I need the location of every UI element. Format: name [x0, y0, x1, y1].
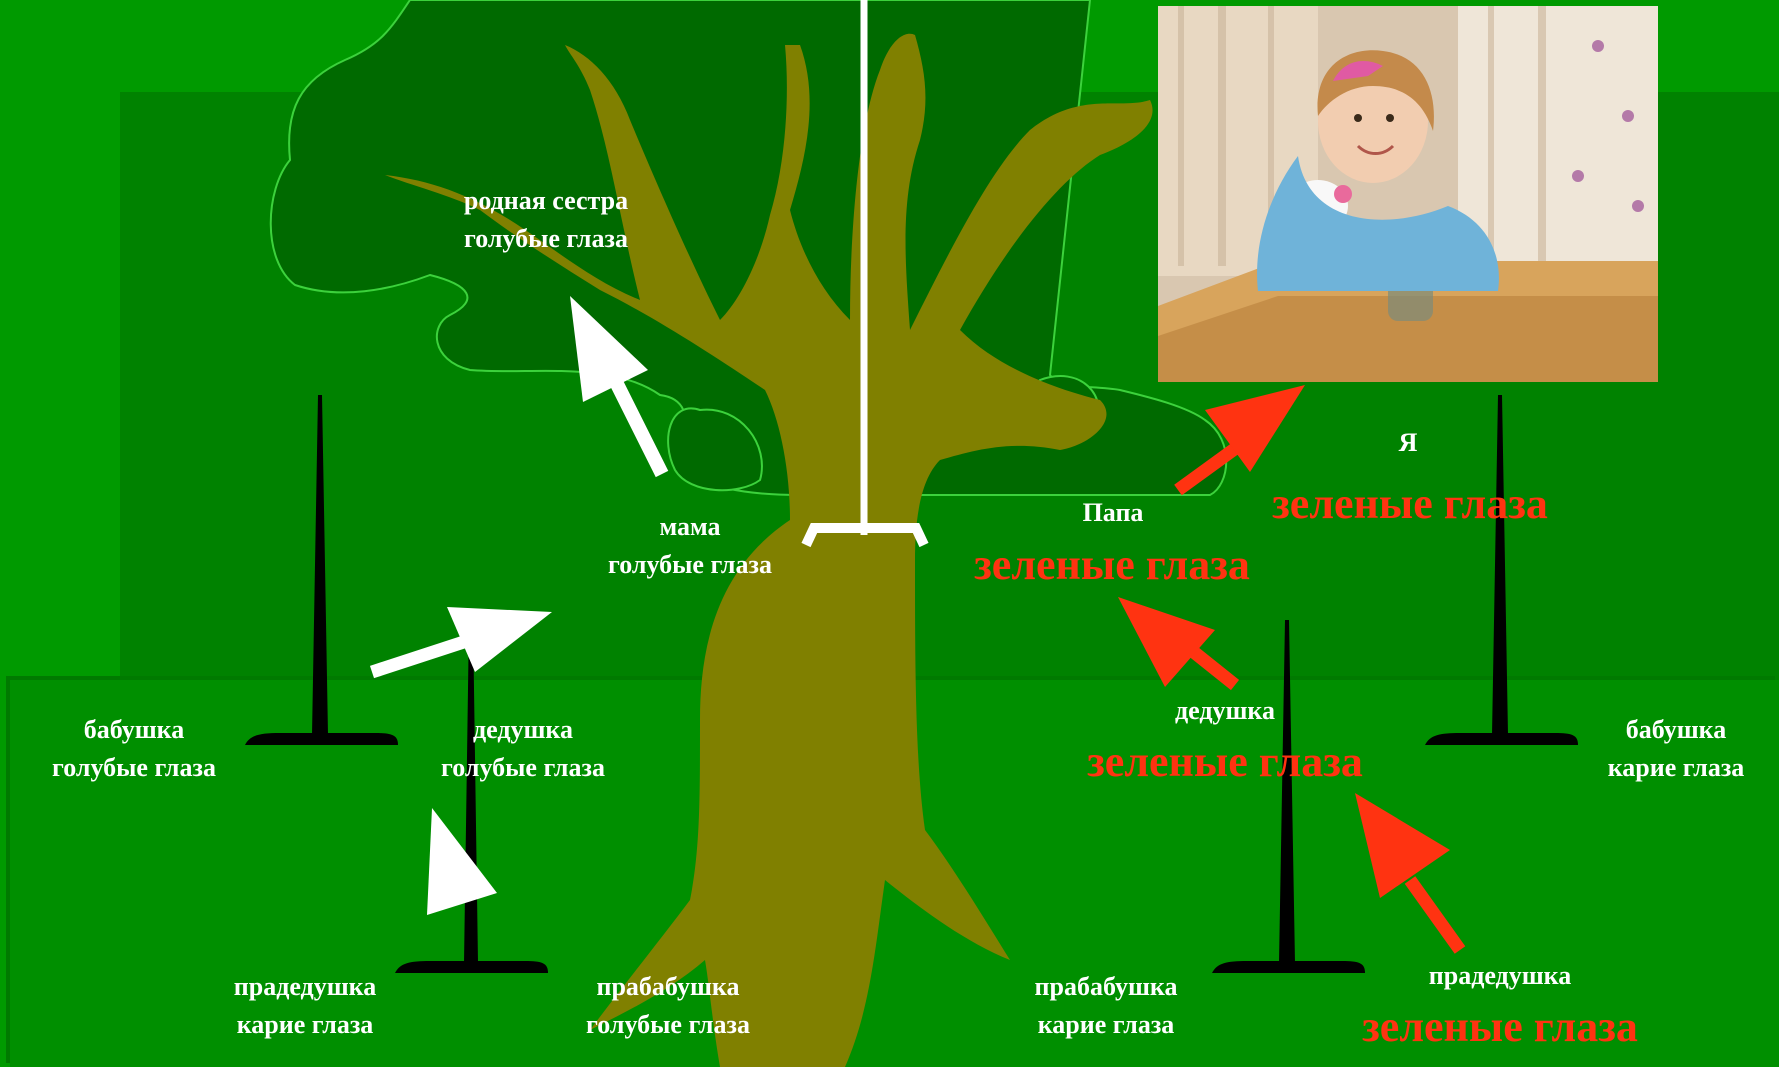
- stand-grandma-right: [1425, 395, 1578, 745]
- label-mom-role: мама: [659, 512, 721, 541]
- label-great-grandma-left: прабабушка голубые глаза: [586, 968, 750, 1044]
- label-great-grandma-left-eyes: голубые глаза: [586, 1010, 750, 1039]
- label-great-grandpa-right-role: прадедушка: [1428, 961, 1572, 990]
- label-grandpa-right-role: дедушка: [1174, 696, 1276, 725]
- label-sister-role: родная сестра: [463, 186, 629, 215]
- label-great-grandma-right-role: прабабушка: [1034, 972, 1178, 1001]
- tree-hanger-stand: [801, 523, 929, 548]
- red-arrow-dad-to-me: [1174, 385, 1305, 496]
- label-dad-eyes: зеленые глаза: [974, 540, 1250, 589]
- label-grandpa-left-role: дедушка: [472, 715, 574, 744]
- label-grandpa-left-eyes: голубые глаза: [441, 753, 605, 782]
- label-sister: родная сестра голубые глаза: [464, 182, 628, 258]
- label-great-grandma-right: прабабушка карие глаза: [1035, 968, 1178, 1044]
- girl-portrait-photo: [1158, 6, 1658, 382]
- label-great-grandma-right-eyes: карие глаза: [1037, 1010, 1175, 1039]
- red-arrow-grandpa-to-dad: [1118, 597, 1240, 691]
- stand-grandma-left: [245, 395, 398, 745]
- label-sister-eyes: голубые глаза: [464, 224, 628, 253]
- label-great-grandpa-left-eyes: карие глаза: [236, 1010, 374, 1039]
- label-grandma-right-role: бабушка: [1625, 715, 1727, 744]
- label-me: Я: [1399, 424, 1418, 462]
- label-me-role: Я: [1398, 428, 1418, 457]
- girl-portrait-photo-image: [1158, 6, 1658, 382]
- label-mom: мама голубые глаза: [608, 508, 772, 584]
- label-dad-role: Папа: [1082, 498, 1144, 527]
- label-grandma-left: бабушка голубые глаза: [52, 711, 216, 787]
- label-grandpa-right: дедушка: [1175, 692, 1275, 730]
- label-great-grandpa-right-eyes: зеленые глаза: [1362, 1002, 1638, 1051]
- red-arrow-great-grandpa-to-grandpa: [1355, 793, 1466, 954]
- label-grandma-right: бабушка карие глаза: [1608, 711, 1745, 787]
- label-mom-eyes: голубые глаза: [608, 550, 772, 579]
- label-grandma-left-eyes: голубые глаза: [52, 753, 216, 782]
- tree-canopy-blob: [667, 407, 763, 492]
- white-arrow-great-grandpa-to-grandpa: [427, 808, 497, 915]
- white-arrow-mom-to-sister: [570, 296, 669, 478]
- label-me-eyes: зеленые глаза: [1272, 479, 1548, 528]
- label-great-grandpa-left: прадедушка карие глаза: [234, 968, 376, 1044]
- label-great-grandma-left-role: прабабушка: [596, 972, 740, 1001]
- stand-great-grandma-right: [1212, 620, 1365, 973]
- label-grandpa-left: дедушка голубые глаза: [441, 711, 605, 787]
- stand-great-grandpa-left: [395, 620, 548, 973]
- tree-trunk: [385, 33, 1153, 1067]
- label-great-grandpa-left-role: прадедушка: [233, 972, 377, 1001]
- label-grandma-left-role: бабушка: [83, 715, 185, 744]
- white-arrow-grandpa-to-mom: [369, 607, 552, 679]
- label-grandpa-right-eyes: зеленые глаза: [1087, 737, 1363, 786]
- label-dad: Папа: [1083, 494, 1144, 532]
- label-grandma-right-eyes: карие глаза: [1607, 753, 1745, 782]
- label-great-grandpa-right: прадедушка: [1429, 957, 1571, 995]
